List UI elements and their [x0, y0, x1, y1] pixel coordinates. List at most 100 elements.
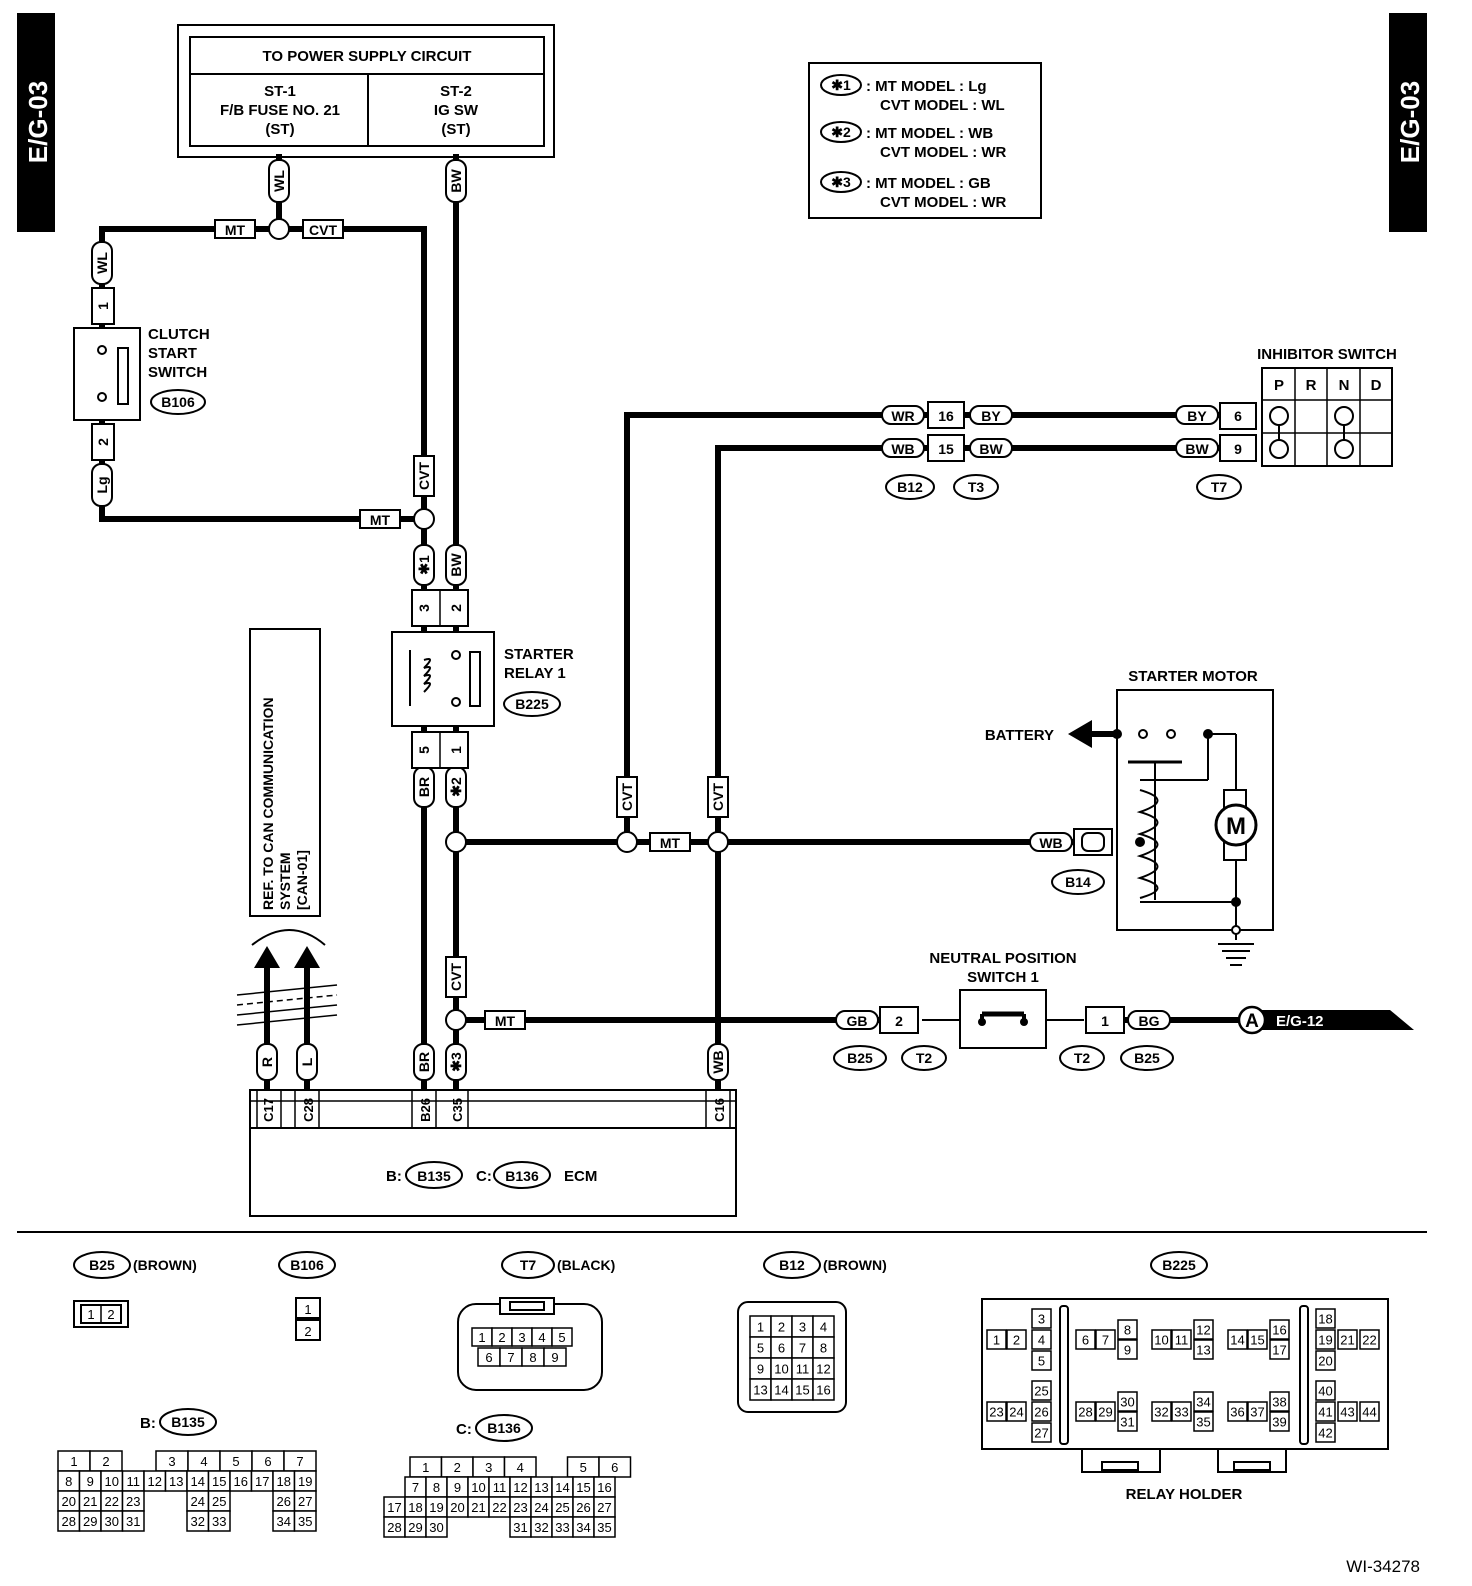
svg-text:MT: MT	[370, 512, 391, 528]
pos-d: D	[1371, 377, 1382, 394]
svg-text:MT: MT	[660, 835, 681, 851]
pin-label: 29	[1098, 1405, 1112, 1420]
pin-label: 12	[513, 1480, 527, 1495]
wire-label-br-relay: BR	[413, 766, 435, 808]
wire-label-mt-low: MT	[484, 1010, 526, 1030]
pin-label: 3	[168, 1454, 175, 1469]
pin-label: 25	[212, 1494, 226, 1509]
pin-label: 12	[148, 1474, 162, 1489]
svg-text:2: 2	[895, 1013, 903, 1029]
wire-label-star1: ✱1	[413, 544, 435, 586]
offpage-ref-eg12: A E/G-12	[1237, 1005, 1414, 1035]
page-code-right: E/G-03	[1395, 81, 1425, 163]
svg-text:1: 1	[448, 746, 464, 754]
pin-label: 2	[1013, 1333, 1020, 1348]
ecm-pin-c17: C17	[261, 1098, 276, 1122]
svg-text:CVT: CVT	[710, 783, 726, 811]
svg-text:C:: C:	[456, 1421, 472, 1438]
svg-text:BR: BR	[416, 1052, 432, 1072]
pin-label: 11	[127, 1474, 141, 1489]
pin-label: 12	[816, 1362, 830, 1377]
pin-label: 10	[774, 1362, 788, 1377]
pin-label: 22	[492, 1500, 506, 1515]
svg-text:1: 1	[87, 1307, 94, 1322]
pin-label: 26	[277, 1494, 291, 1509]
pin-label: 29	[408, 1520, 422, 1535]
svg-text:3: 3	[416, 604, 432, 612]
svg-text:1: 1	[95, 302, 111, 310]
svg-text:2: 2	[304, 1324, 311, 1339]
pin-label: 15	[212, 1474, 226, 1489]
pin-label: 33	[555, 1520, 569, 1535]
pin-label: 4	[820, 1320, 827, 1335]
svg-text:CVT: CVT	[448, 963, 464, 991]
svg-text:(BROWN): (BROWN)	[823, 1257, 887, 1273]
pin-label: 9	[1124, 1343, 1131, 1358]
pin-label: 14	[1230, 1333, 1244, 1348]
neutral-label-1: NEUTRAL POSITION	[929, 950, 1076, 967]
svg-text:(BLACK): (BLACK)	[557, 1257, 615, 1273]
svg-text:WB: WB	[891, 441, 914, 457]
pin-label: 27	[298, 1494, 312, 1509]
svg-text:(BROWN): (BROWN)	[133, 1257, 197, 1273]
pin-label: 8	[65, 1474, 72, 1489]
wire-label-cvt-relay: CVT	[413, 455, 435, 497]
wire-label-wl-top: WL	[268, 159, 290, 203]
pin-label: 13	[169, 1474, 183, 1489]
connector-view-b106: B106 1 2	[278, 1251, 336, 1341]
svg-text:MT: MT	[495, 1013, 516, 1029]
page-tab-right	[1389, 13, 1427, 232]
pin-label: 23	[989, 1405, 1003, 1420]
clutch-label-3: SWITCH	[148, 364, 207, 381]
pin-label: 21	[83, 1494, 97, 1509]
pin-label: 11	[1175, 1333, 1189, 1348]
wire-label-r: R	[256, 1043, 278, 1081]
b12-t3-connectors: WR WB 16 15 BY BW B12 T3	[881, 401, 1013, 500]
pin-label: 19	[429, 1500, 443, 1515]
pin-label: 6	[611, 1460, 618, 1475]
svg-text:16: 16	[938, 408, 954, 424]
ecm-pin-c16: C16	[712, 1098, 727, 1122]
pin-label: 5	[580, 1460, 587, 1475]
pin-label: 7	[412, 1480, 419, 1495]
legend-box: ✱1 : MT MODEL : Lg CVT MODEL : WL ✱2 : M…	[808, 62, 1042, 219]
pin-label: 8	[820, 1341, 827, 1356]
pin-label: 2	[454, 1460, 461, 1475]
wire-label-star2: ✱2	[445, 766, 467, 808]
pin-label: 30	[105, 1514, 119, 1529]
neutral-label-2: SWITCH 1	[967, 969, 1039, 986]
svg-text:BW: BW	[979, 441, 1003, 457]
pin-label: 35	[1196, 1415, 1210, 1430]
pin-label: 4	[200, 1454, 207, 1469]
pin-label: 34	[277, 1514, 291, 1529]
svg-text:B12: B12	[897, 479, 923, 495]
wire-label-mt-mid: MT	[649, 832, 691, 852]
svg-text:A: A	[1245, 1011, 1259, 1032]
pin-label: 3	[1038, 1312, 1045, 1327]
svg-text:R: R	[259, 1057, 275, 1067]
wire-label-cvt-wb: CVT	[707, 776, 729, 818]
legend-mt-1: : MT MODEL : Lg	[866, 78, 987, 95]
pin-label: 20	[450, 1500, 464, 1515]
svg-text:WR: WR	[891, 408, 914, 424]
wire-label-cvt-top: CVT	[302, 219, 344, 239]
pin-label: 41	[1318, 1405, 1332, 1420]
pin-label: 24	[191, 1494, 205, 1509]
inhibitor-switch: INHIBITOR SWITCH BY BW 6 9 P R N D T7	[1175, 346, 1397, 500]
svg-text:B25: B25	[1134, 1050, 1160, 1066]
pin-label: 18	[1318, 1312, 1332, 1327]
wire-label-cvt-wr: CVT	[616, 776, 638, 818]
pin-label: 4	[1038, 1333, 1045, 1348]
pin-label: 35	[597, 1520, 611, 1535]
power-supply-box: TO POWER SUPPLY CIRCUIT ST-1 F/B FUSE NO…	[177, 24, 555, 158]
pin-label: 2	[102, 1454, 109, 1469]
st2-line1: ST-2	[440, 83, 472, 100]
svg-text:WL: WL	[271, 170, 287, 192]
svg-text:E/G-12: E/G-12	[1276, 1013, 1324, 1030]
neutral-position-switch: NEUTRAL POSITION SWITCH 1 GB 2 1 BG B25 …	[833, 950, 1174, 1071]
pin-label: 21	[1340, 1333, 1354, 1348]
svg-text:B12: B12	[779, 1257, 805, 1273]
pin-label: 33	[212, 1514, 226, 1529]
